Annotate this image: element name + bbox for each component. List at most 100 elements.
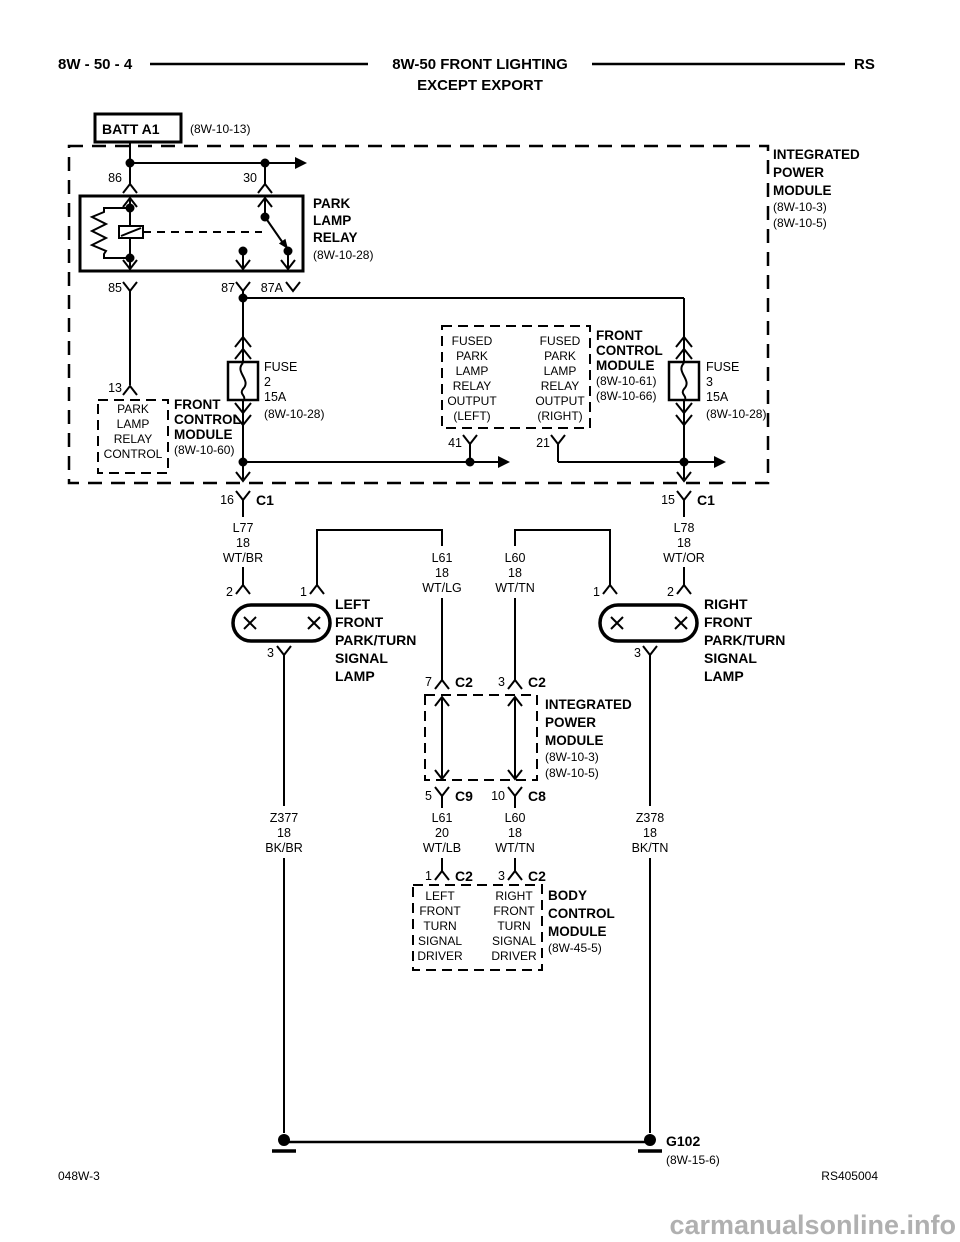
bcm-left-signal: TURN — [423, 919, 456, 933]
lamp-right-name: FRONT — [704, 614, 753, 630]
bcm-right-signal: DRIVER — [491, 949, 537, 963]
switch-arrowhead — [278, 238, 288, 249]
ipm-main-name: MODULE — [773, 183, 832, 198]
bcm-ref: (8W-45-5) — [548, 941, 602, 955]
lamp-left: 2 1 3 LEFT FRONT PARK/TURN SIGNAL LAMP — [226, 583, 416, 684]
ipm-small-pin-7: 7 — [425, 675, 432, 689]
ipm-small-box: 7 C2 3 C2 5 C9 10 C8 INTEGRATED POWER MO… — [424, 674, 632, 804]
switch-blade — [264, 216, 284, 244]
fcm-out-right: FUSED — [540, 334, 581, 348]
connector-fork — [434, 869, 450, 881]
connector-fork — [642, 645, 658, 657]
fcm-control-ref: (8W-10-60) — [174, 443, 234, 457]
exit-chevron — [280, 259, 296, 271]
connector-fork — [122, 182, 138, 194]
fcm-control-name: CONTROL — [174, 412, 241, 427]
lamp-left-name: FRONT — [335, 614, 384, 630]
fcm-outputs-border — [441, 325, 591, 429]
wire-l60-upper: 18 — [508, 566, 522, 580]
double-chevron — [675, 414, 693, 427]
junction-dot — [125, 158, 135, 168]
exit-chevron — [676, 471, 692, 483]
page-corner-code: RS — [854, 56, 875, 73]
fuse2-symbol — [226, 360, 260, 402]
exit-chevron — [235, 471, 251, 483]
connector-fork — [550, 434, 566, 446]
ipm-main-ref: (8W-10-3) — [773, 200, 827, 214]
wire-l61-upper: L61 — [432, 551, 453, 565]
fuse2-amps: 15A — [264, 390, 287, 404]
wire-l60-lower: WT/TN — [495, 841, 535, 855]
pin-41: 41 — [448, 436, 462, 450]
wire-l77: WT/BR — [223, 551, 263, 565]
ground-ref: (8W-15-6) — [666, 1153, 720, 1167]
fcm-outputs-ref: (8W-10-66) — [596, 389, 656, 403]
page-ref: 8W - 50 - 4 — [58, 56, 133, 73]
bcm-box: 1 C2 3 C2 LEFT FRONT TURN SIGNAL DRIVER … — [412, 868, 615, 971]
fcm-control-signal: CONTROL — [104, 447, 163, 461]
bcm-name: CONTROL — [548, 906, 615, 921]
ipm-main-border — [67, 144, 770, 485]
bcm-name: BODY — [548, 888, 587, 903]
connector-fork — [676, 490, 692, 502]
wire-z378: BK/TN — [632, 841, 669, 855]
page-subtitle: EXCEPT EXPORT — [417, 77, 543, 94]
connector-fork — [122, 384, 138, 396]
page-footer: 048W-3 RS405004 carmanualsonline.info — [58, 1169, 956, 1240]
ground-terminal-icon — [644, 1134, 656, 1146]
footer-plate-code: RS405004 — [821, 1169, 878, 1183]
wire-z377: 18 — [277, 826, 291, 840]
lamp-right-pin-3: 3 — [634, 646, 641, 660]
connector-fork — [276, 645, 292, 657]
lower-wires: L61 20 WT/LB L60 18 WT/TN Z377 18 BK/BR … — [265, 655, 668, 1133]
connector-fork — [462, 434, 478, 446]
fuse3-amps: 15A — [706, 390, 729, 404]
relay-name: PARK — [313, 196, 351, 211]
batt-a1-label: BATT A1 — [102, 121, 160, 137]
lamp-left-pin-2: 2 — [226, 585, 233, 599]
bcm-left-signal: DRIVER — [417, 949, 463, 963]
ipm-small-conn-c8: C8 — [528, 788, 546, 804]
relay-pin-85: 85 — [108, 281, 122, 295]
fuse2-element — [239, 362, 247, 400]
double-chevron — [234, 402, 252, 415]
wire-z377: Z377 — [270, 811, 299, 825]
fcm-outputs-name: MODULE — [596, 358, 655, 373]
relay-pin-86: 86 — [108, 171, 122, 185]
fcm-control-signal: PARK — [117, 402, 149, 416]
bulb-filament-icon — [674, 616, 688, 630]
rail-left-arrow — [498, 456, 510, 468]
footer-sheet-code: 048W-3 — [58, 1169, 100, 1183]
lamp-right-bulb-housing — [598, 603, 699, 643]
ipm-small-ref: (8W-10-5) — [545, 766, 599, 780]
output-rails: 16 C1 15 C1 — [220, 456, 726, 508]
ipm-small-conn-c2-right: C2 — [528, 674, 546, 690]
ground-label: G102 — [666, 1133, 700, 1149]
batt-branch-arrow — [295, 157, 307, 169]
fuse3-ref: (8W-10-28) — [706, 407, 766, 421]
fuse2-ref: (8W-10-28) — [264, 407, 324, 421]
lamp-left-name: SIGNAL — [335, 650, 388, 666]
park-lamp-relay: 86 30 85 87 87A PAR — [78, 171, 373, 295]
double-chevron — [234, 414, 252, 427]
wire-z378: 18 — [643, 826, 657, 840]
fcm-outputs: FUSED PARK LAMP RELAY OUTPUT (LEFT) FUSE… — [441, 325, 663, 462]
wire-l61-upper: WT/LG — [422, 581, 462, 595]
wire-l77: 18 — [236, 536, 250, 550]
battery-feed: BATT A1 (8W-10-13) — [93, 112, 307, 184]
double-chevron — [234, 347, 252, 360]
open-chevron — [285, 281, 301, 293]
batt-a1-ref: (8W-10-13) — [190, 122, 250, 136]
relay-pin-87: 87 — [221, 281, 235, 295]
fuse3-number: 3 — [706, 375, 713, 389]
bcm-right-signal: RIGHT — [495, 889, 533, 903]
page-header: 8W - 50 - 4 8W-50 FRONT LIGHTING RS EXCE… — [58, 56, 875, 94]
exit-chevron — [235, 259, 251, 271]
fcm-out-left: OUTPUT — [447, 394, 497, 408]
lamp-right-pin-2: 2 — [667, 585, 674, 599]
lamp-right-name: PARK/TURN — [704, 632, 785, 648]
fuse3-label: FUSE — [706, 360, 739, 374]
connector-fork — [434, 786, 450, 798]
